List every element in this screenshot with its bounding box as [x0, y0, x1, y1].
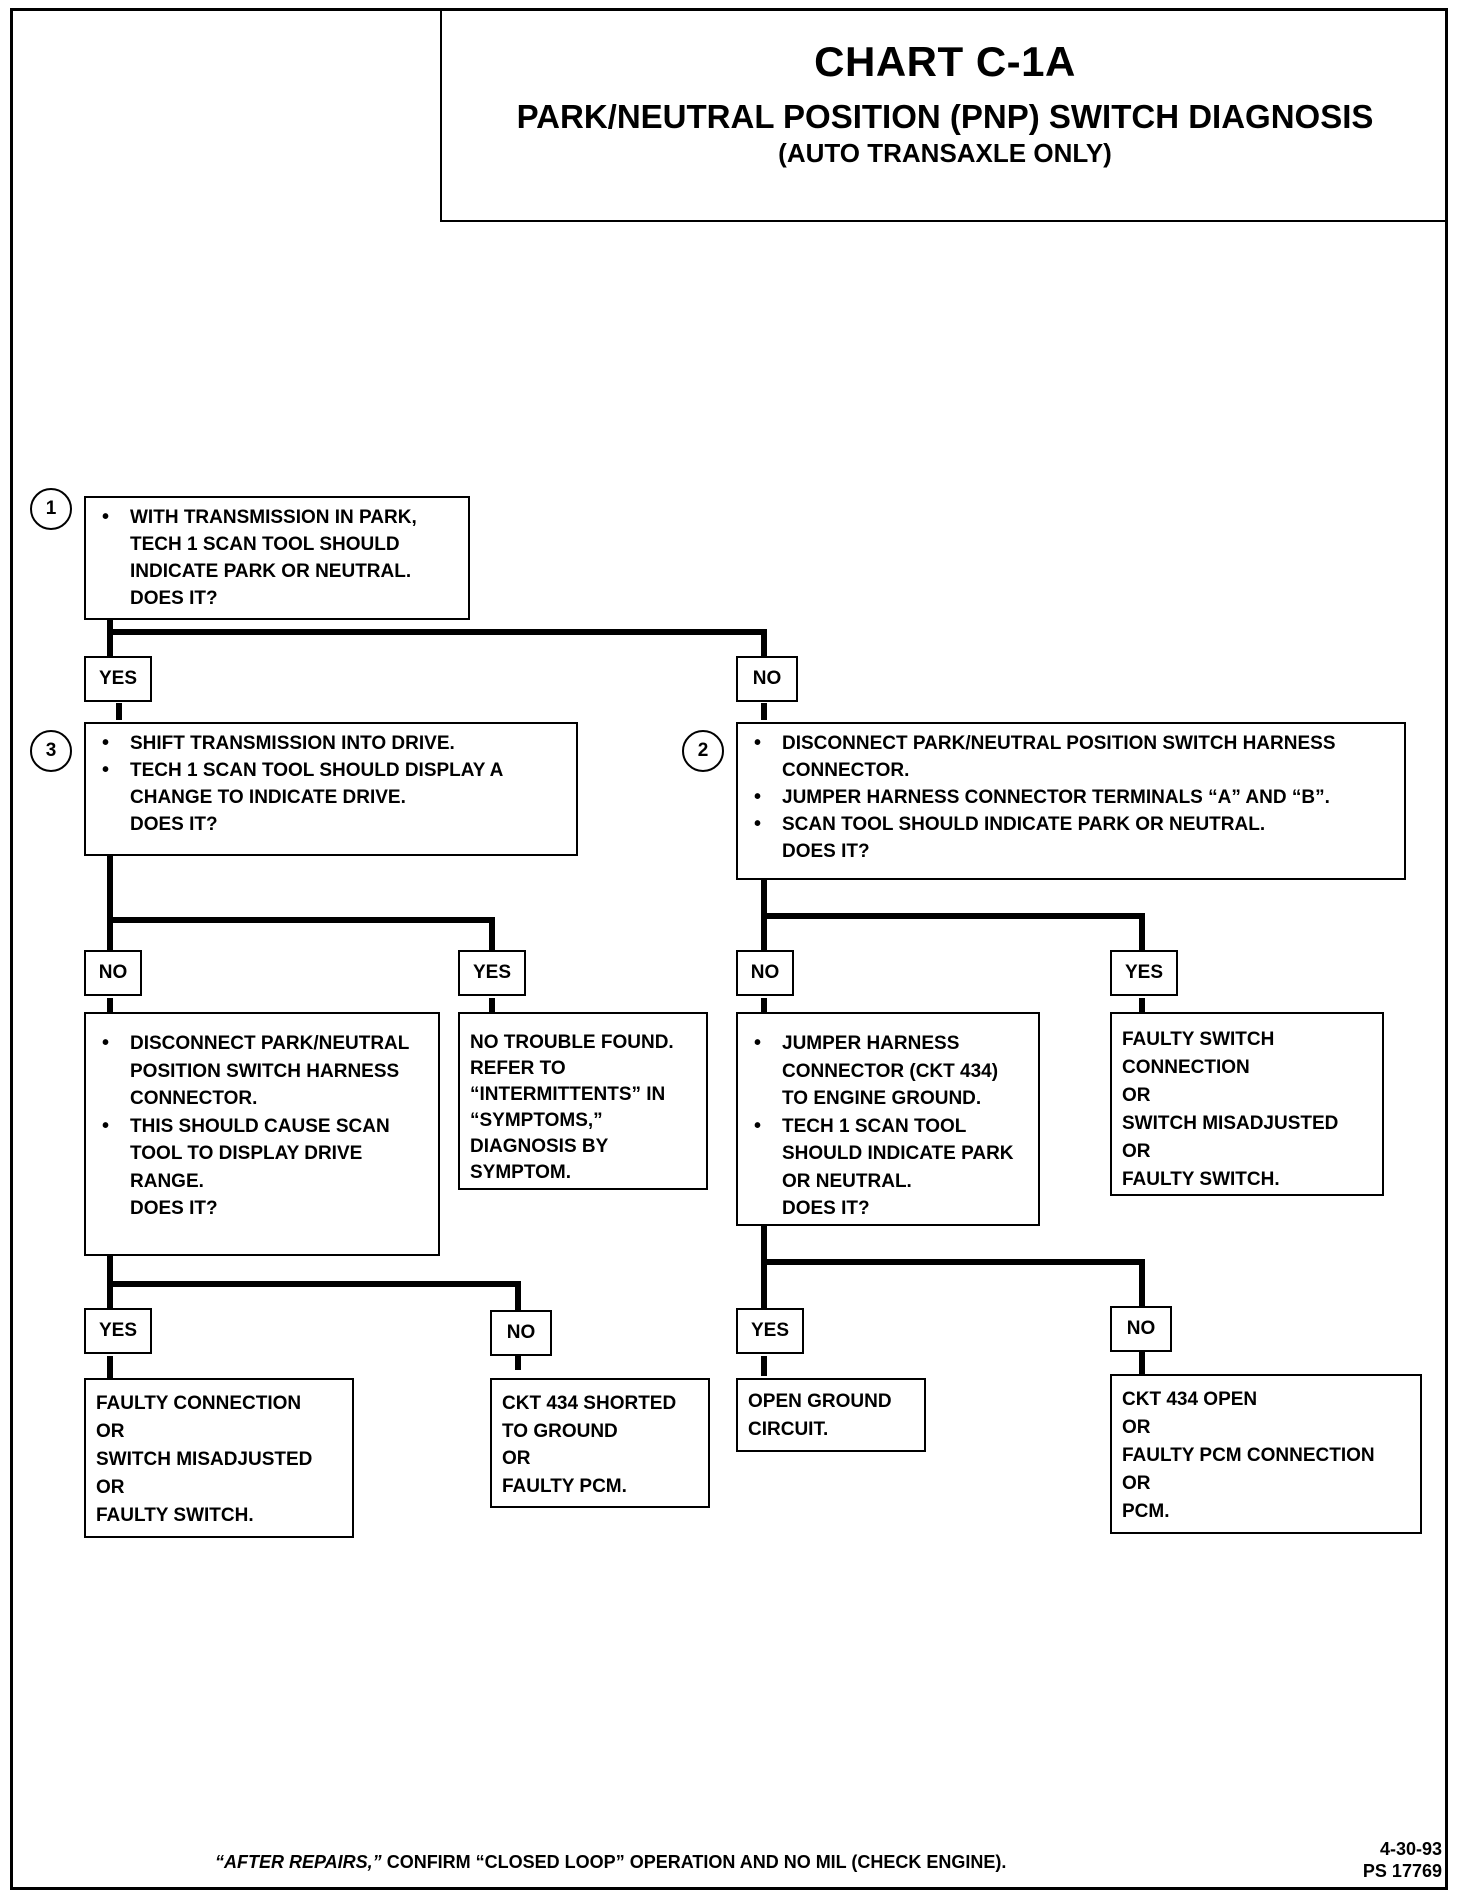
result-b-line-3: FAULTY PCM. [502, 1475, 627, 1497]
step-2-bullet-1: DISCONNECT PARK/NEUTRAL POSITION SWITCH … [748, 730, 1394, 784]
branch-no-step1: NO [736, 656, 798, 702]
connector-step1 [107, 616, 767, 657]
step-2-no-box: JUMPER HARNESS CONNECTOR (CKT 434) TO EN… [736, 1012, 1040, 1226]
step-3-yes-box: NO TROUBLE FOUND. REFER TO “INTERMITTENT… [458, 1012, 708, 1190]
connector-step2 [761, 878, 1145, 952]
step-3-bullet-1: SHIFT TRANSMISSION INTO DRIVE. [96, 730, 566, 757]
step-3-no-question: DOES IT? [130, 1198, 218, 1219]
branch-yes-step3no: YES [84, 1308, 152, 1354]
footer-confirm-text: CONFIRM “CLOSED LOOP” OPERATION AND NO M… [381, 1852, 1007, 1872]
step-3-marker: 3 [30, 730, 72, 772]
step-2-bullet-2: JUMPER HARNESS CONNECTOR TERMINALS “A” A… [748, 784, 1394, 811]
result-d-line-2: OR [1122, 1417, 1151, 1438]
step-3-no-bullet-1: DISCONNECT PARK/NEUTRAL POSITION SWITCH … [96, 1030, 428, 1113]
step-1-box: WITH TRANSMISSION IN PARK, TECH 1 SCAN T… [84, 496, 470, 620]
connector-step2no [761, 1224, 1145, 1306]
result-a-line-4: OR [96, 1477, 125, 1498]
branch-no-step3: NO [84, 950, 142, 996]
result-b-line-1: CKT 434 SHORTED TO GROUND [502, 1393, 677, 1442]
result-d-line-4: OR [1122, 1473, 1151, 1494]
branch-yes-step1: YES [84, 656, 152, 702]
footer-after-repairs: “AFTER REPAIRS,” [215, 1852, 382, 1872]
result-faulty-connection: FAULTY CONNECTION OR SWITCH MISADJUSTED … [84, 1378, 354, 1538]
step-3-bullet-2: TECH 1 SCAN TOOL SHOULD DISPLAY A CHANGE… [96, 757, 566, 811]
result-c-line-1: OPEN GROUND CIRCUIT. [748, 1391, 892, 1440]
step-3-no-bullet-2: THIS SHOULD CAUSE SCAN TOOL TO DISPLAY D… [96, 1113, 428, 1196]
result-d-line-5: PCM. [1122, 1501, 1170, 1522]
step-1-line-1: WITH TRANSMISSION IN PARK, [96, 504, 458, 531]
page-frame [10, 8, 1448, 1890]
branch-yes-step3: YES [458, 950, 526, 996]
result-d-line-1: CKT 434 OPEN [1122, 1389, 1258, 1410]
step-1-line-2: TECH 1 SCAN TOOL SHOULD [130, 534, 400, 555]
step-2-yes-line-3: SWITCH MISADJUSTED [1122, 1113, 1339, 1134]
document-ps-code: PS 17769 [1362, 1861, 1442, 1881]
document-code: 4-30-93 PS 17769 [1363, 1838, 1442, 1882]
title-block: CHART C-1A PARK/NEUTRAL POSITION (PNP) S… [440, 8, 1448, 222]
result-ckt434-shorted: CKT 434 SHORTED TO GROUND OR FAULTY PCM. [490, 1378, 710, 1508]
branch-yes-step2: YES [1110, 950, 1178, 996]
step-3-box: SHIFT TRANSMISSION INTO DRIVE. TECH 1 SC… [84, 722, 578, 856]
page-title: PARK/NEUTRAL POSITION (PNP) SWITCH DIAGN… [516, 98, 1374, 135]
step-3-question: DOES IT? [130, 814, 218, 835]
connector-step3 [107, 856, 495, 952]
step-1-line-3: INDICATE PARK OR NEUTRAL. [130, 561, 412, 582]
step-2-box: DISCONNECT PARK/NEUTRAL POSITION SWITCH … [736, 722, 1406, 880]
branch-no-step2: NO [736, 950, 794, 996]
step-3-no-box: DISCONNECT PARK/NEUTRAL POSITION SWITCH … [84, 1012, 440, 1256]
step-2-marker: 2 [682, 730, 724, 772]
step-1-marker: 1 [30, 488, 72, 530]
step-2-yes-line-5: FAULTY SWITCH. [1122, 1169, 1280, 1190]
result-a-line-2: OR [96, 1421, 125, 1442]
branch-no-step2no: NO [1110, 1306, 1172, 1352]
step-2-yes-line-1: FAULTY SWITCH CONNECTION [1122, 1029, 1275, 1078]
page-subtitle: (AUTO TRANSAXLE ONLY) [778, 138, 1112, 168]
document-date: 4-30-93 [1379, 1839, 1442, 1859]
chart-id: CHART C-1A [814, 38, 1076, 85]
result-ckt434-open: CKT 434 OPEN OR FAULTY PCM CONNECTION OR… [1110, 1374, 1422, 1534]
step-2-bullet-3: SCAN TOOL SHOULD INDICATE PARK OR NEUTRA… [748, 811, 1394, 838]
branch-yes-step2no: YES [736, 1308, 804, 1354]
step-2-no-question: DOES IT? [782, 1198, 870, 1219]
result-d-line-3: FAULTY PCM CONNECTION [1122, 1445, 1375, 1466]
step-2-no-bullet-1: JUMPER HARNESS CONNECTOR (CKT 434) TO EN… [748, 1030, 1028, 1113]
connector-step3no [107, 1254, 521, 1310]
result-b-line-2: OR [502, 1448, 531, 1469]
result-a-line-1: FAULTY CONNECTION [96, 1393, 302, 1414]
result-open-ground: OPEN GROUND CIRCUIT. [736, 1378, 926, 1452]
step-2-yes-line-2: OR [1122, 1085, 1151, 1106]
result-a-line-3: SWITCH MISADJUSTED [96, 1449, 313, 1470]
step-1-question: DOES IT? [130, 588, 218, 609]
footer-note: “AFTER REPAIRS,” CONFIRM “CLOSED LOOP” O… [215, 1852, 1006, 1873]
no-trouble-found-text: NO TROUBLE FOUND. REFER TO “INTERMITTENT… [470, 1032, 674, 1183]
step-2-yes-box: FAULTY SWITCH CONNECTION OR SWITCH MISAD… [1110, 1012, 1384, 1196]
branch-no-step3no: NO [490, 1310, 552, 1356]
step-2-no-bullet-2: TECH 1 SCAN TOOL SHOULD INDICATE PARK OR… [748, 1113, 1028, 1196]
result-a-line-5: FAULTY SWITCH. [96, 1505, 254, 1526]
step-2-yes-line-4: OR [1122, 1141, 1151, 1162]
step-2-question: DOES IT? [782, 841, 870, 862]
